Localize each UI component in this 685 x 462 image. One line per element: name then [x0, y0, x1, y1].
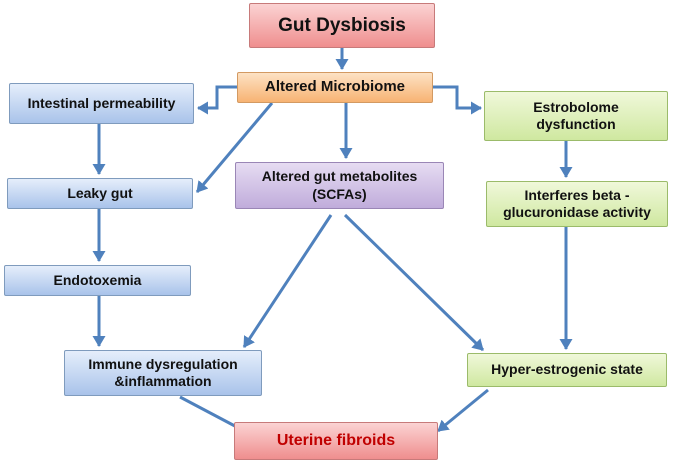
arrow-metabolites-to-immune: [242, 214, 333, 348]
arrow-microbiome-to-estrobolome: [433, 85, 482, 115]
node-altered-gut-metabolites: Altered gut metabolites (SCFAs): [235, 162, 444, 209]
node-endotoxemia: Endotoxemia: [4, 265, 191, 296]
arrow-hyper-estrogenic-to-uterine-fibroids: [437, 388, 489, 433]
node-uterine-fibroids: Uterine fibroids: [234, 422, 438, 460]
node-estrobolome-dysfunction: Estrobolome dysfunction: [484, 91, 668, 141]
node-altered-microbiome: Altered Microbiome: [237, 72, 433, 103]
node-hyper-estrogenic-state: Hyper-estrogenic state: [467, 353, 667, 387]
arrow-metabolites-to-hyper-estrogenic: [343, 213, 485, 352]
node-gut-dysbiosis: Gut Dysbiosis: [249, 3, 435, 48]
node-leaky-gut: Leaky gut: [7, 178, 193, 209]
arrow-microbiome-to-intestinal-permeability: [197, 85, 237, 115]
node-intestinal-permeability: Intestinal permeability: [9, 83, 194, 124]
arrow-microbiome-to-leaky-gut: [195, 102, 274, 193]
node-interferes-beta-glucuronidase: Interferes beta - glucuronidase activity: [486, 181, 668, 227]
node-immune-dysregulation: Immune dysregulation &inflammation: [64, 350, 262, 396]
